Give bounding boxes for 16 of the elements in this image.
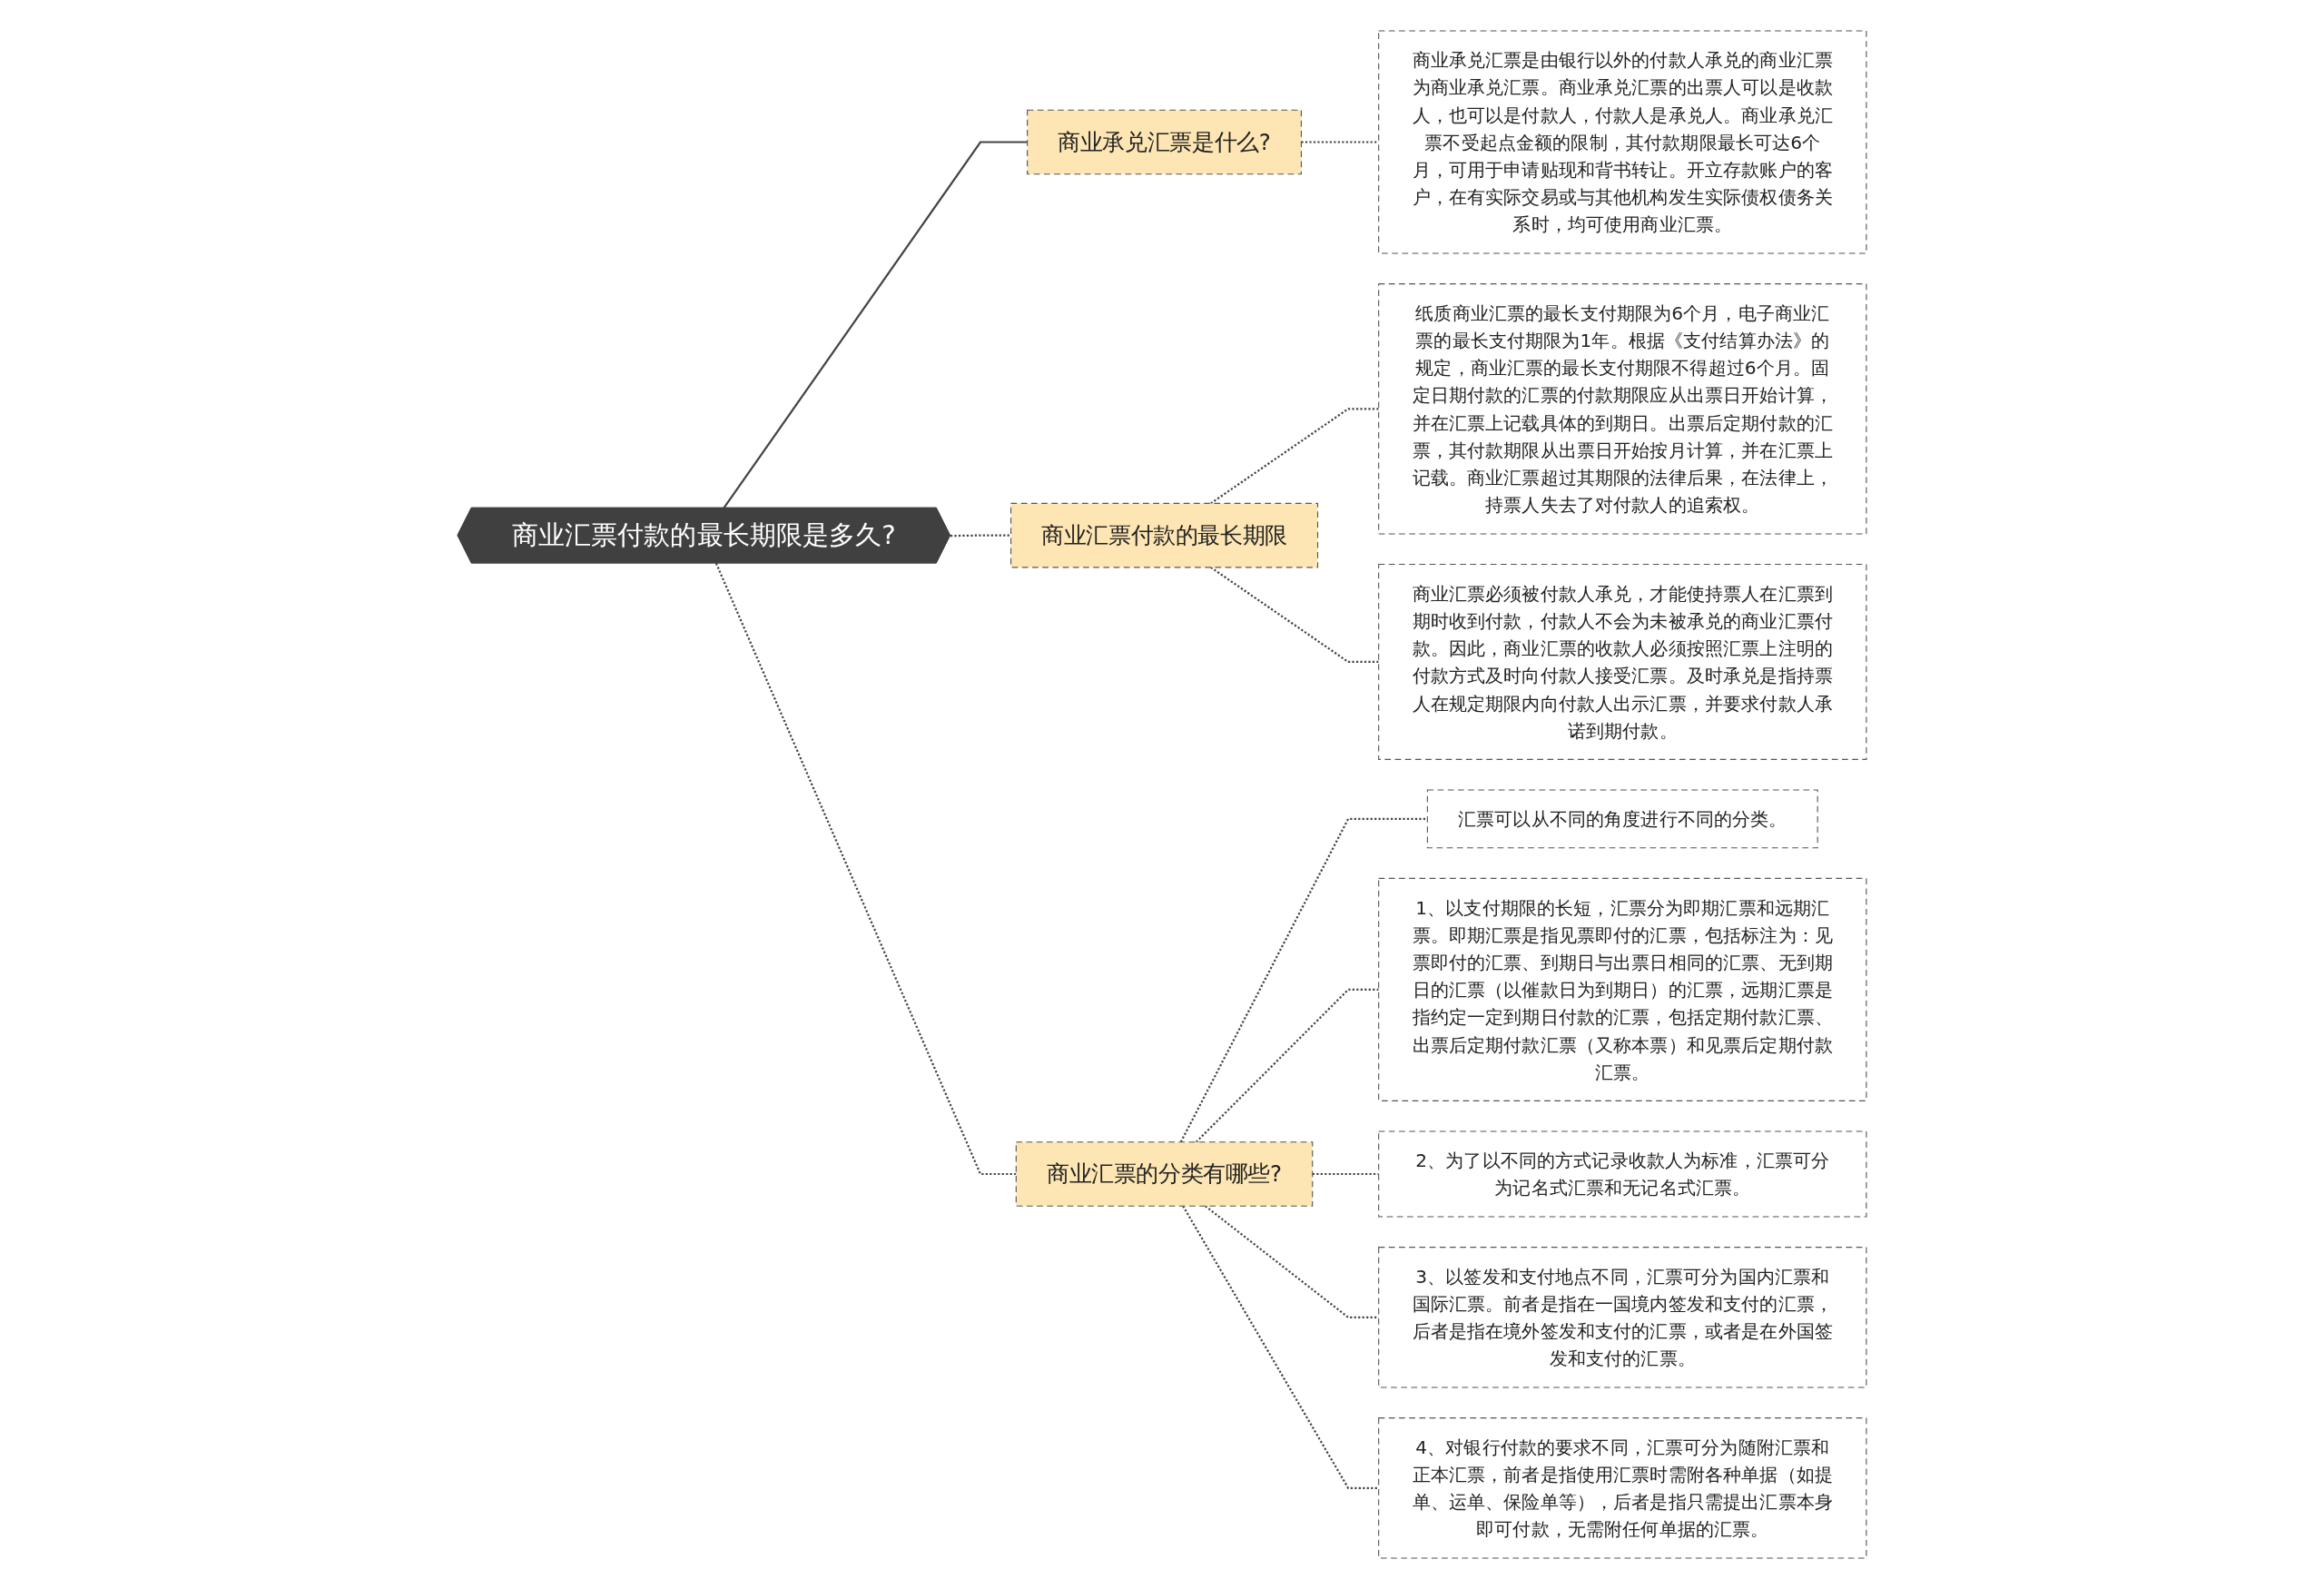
connector [1182,1205,1379,1489]
connector [950,534,1011,538]
node-box [1027,109,1302,175]
connector [1179,817,1428,1143]
node-box [1378,1247,1867,1388]
node-box [1015,1141,1314,1207]
connector [1205,1205,1379,1318]
node-box [1378,1130,1867,1218]
connector [723,141,1028,509]
node-box [1378,563,1867,760]
node-box [1378,283,1867,535]
node-box [1010,502,1319,568]
node-box [1426,789,1818,849]
node-box [1378,1417,1867,1559]
node-box [1378,877,1867,1101]
node-box [1378,30,1867,254]
